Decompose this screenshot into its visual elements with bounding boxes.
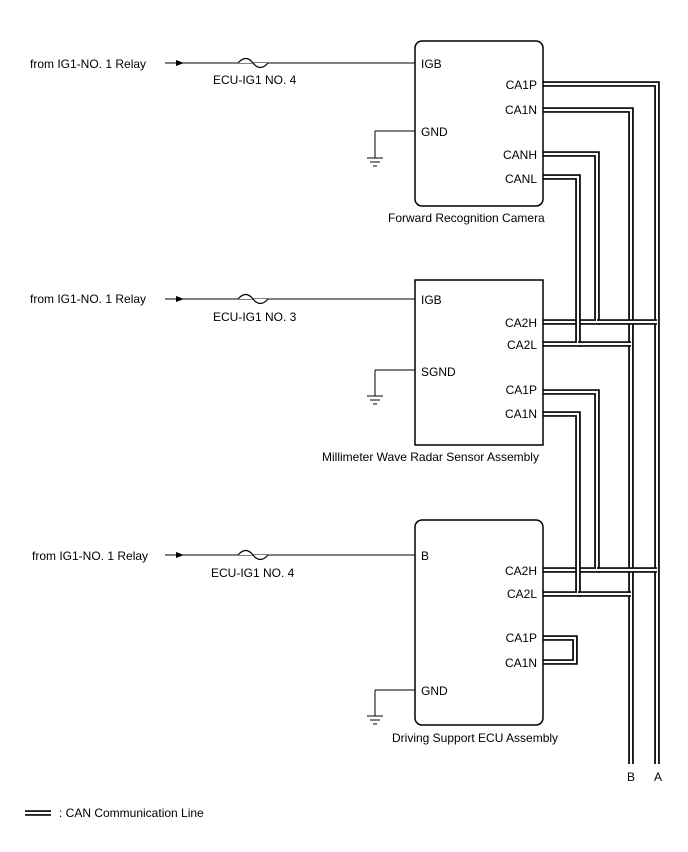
ecu-name: Driving Support ECU Assembly xyxy=(392,731,558,745)
radar-pin-ca2h: CA2H xyxy=(505,316,537,330)
camera-pin-gnd: GND xyxy=(421,125,448,139)
connector-label-a: A xyxy=(654,770,662,784)
can-line-radar-ca1n xyxy=(543,411,581,597)
fuse-icon xyxy=(237,57,269,69)
arrow-icon xyxy=(176,552,184,558)
ecu-box xyxy=(414,519,544,726)
ground-icon xyxy=(367,395,383,405)
camera-source-label: from IG1-NO. 1 Relay xyxy=(30,57,146,71)
ecu-source-label: from IG1-NO. 1 Relay xyxy=(32,549,148,563)
radar-pin-igb: IGB xyxy=(421,293,442,307)
ecu-fuse-label: ECU-IG1 NO. 4 xyxy=(211,566,295,580)
connector-label-b: B xyxy=(627,770,635,784)
can-line-radar-ca1p xyxy=(543,389,600,573)
ecu-pin-ca2l: CA2L xyxy=(507,587,537,601)
can-line-ecu-ca1p xyxy=(543,635,578,650)
arrow-icon xyxy=(176,60,184,66)
camera-pin-canl: CANL xyxy=(505,172,537,186)
camera-pin-canh: CANH xyxy=(503,148,537,162)
legend: : CAN Communication Line xyxy=(25,806,204,820)
camera-name: Forward Recognition Camera xyxy=(388,211,545,225)
radar-name: Millimeter Wave Radar Sensor Assembly xyxy=(322,450,539,464)
can-bus-lines xyxy=(543,81,660,764)
can-line-ecu-ca1n xyxy=(543,650,578,665)
ecu-pin-gnd: GND xyxy=(421,684,448,698)
can-line-camera-ca1n xyxy=(543,107,634,764)
ground-icon xyxy=(367,715,383,725)
radar-block: from IG1-NO. 1 Relay ECU-IG1 NO. 3 IGB S… xyxy=(30,279,544,464)
radar-pin-ca1n: CA1N xyxy=(505,407,537,421)
legend-label: : CAN Communication Line xyxy=(59,806,204,820)
camera-pin-ca1p: CA1P xyxy=(506,78,537,92)
ground-icon xyxy=(367,157,383,167)
fuse-icon xyxy=(237,293,269,305)
camera-fuse-label: ECU-IG1 NO. 4 xyxy=(213,73,297,87)
ecu-pin-b: B xyxy=(421,549,429,563)
ecu-block: from IG1-NO. 1 Relay ECU-IG1 NO. 4 B GND… xyxy=(32,519,558,745)
fuse-icon xyxy=(237,549,269,561)
camera-box xyxy=(414,40,544,207)
ecu-pin-ca1p: CA1P xyxy=(506,631,537,645)
radar-pin-sgnd: SGND xyxy=(421,365,456,379)
radar-box xyxy=(414,279,544,446)
ecu-pin-ca1n: CA1N xyxy=(505,656,537,670)
camera-block: from IG1-NO. 1 Relay ECU-IG1 NO. 4 IGB G… xyxy=(30,40,545,225)
camera-pin-ca1n: CA1N xyxy=(505,103,537,117)
radar-fuse-label: ECU-IG1 NO. 3 xyxy=(213,310,297,324)
radar-pin-ca2l: CA2L xyxy=(507,338,537,352)
radar-source-label: from IG1-NO. 1 Relay xyxy=(30,292,146,306)
can-line-camera-canl xyxy=(543,174,581,347)
camera-pin-igb: IGB xyxy=(421,57,442,71)
ecu-pin-ca2h: CA2H xyxy=(505,564,537,578)
radar-pin-ca1p: CA1P xyxy=(506,383,537,397)
arrow-icon xyxy=(176,296,184,302)
